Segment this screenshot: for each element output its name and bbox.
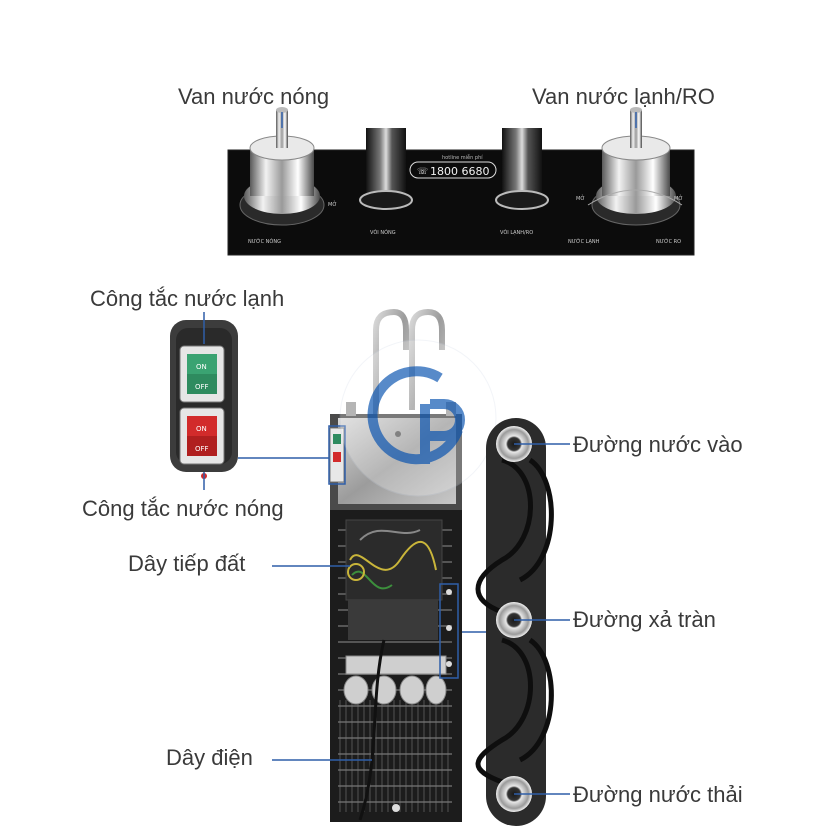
cold-valve-label: Van nước lạnh/RO [532,84,715,109]
switch-closeup: ON OFF ON OFF [170,320,238,479]
hot-switch-off: OFF [195,445,209,453]
cold-water-switch: ON OFF [179,345,225,403]
wiring [347,529,437,590]
hot-switch-label: Công tắc nước nóng [82,496,284,521]
hotline-badge: hotline miễn phí ☏ 1800 6680 [409,154,497,179]
water-inlet-label: Đường nước vào [573,432,743,457]
cold-switch-on: ON [196,363,207,371]
cold-tap [495,128,549,210]
panel-hot-water: NƯỚC NÓNG [248,238,281,245]
ground-wire-label: Dây tiếp đất [128,551,246,576]
overflow-label: Đường xả tràn [573,607,716,632]
hotline-number: 1800 6680 [430,165,490,178]
control-panel: hotline miễn phí ☏ 1800 6680 NƯỚC NÓNG M… [227,107,695,256]
watermark-logo [339,339,497,497]
hot-water-switch: ON OFF [179,407,225,465]
cold-switch-label: Công tắc nước lạnh [90,286,285,311]
drain-label: Đường nước thải [573,782,743,807]
panel-ro-water: NƯỚC RO [656,238,681,245]
panel-open-hot: MỞ [328,200,337,208]
dispenser-body [328,308,462,822]
cold-valve-knob [591,107,681,226]
hot-tap [359,128,413,210]
power-cord-label: Dây điện [166,745,253,770]
panel-open-ro: MỞ [674,194,683,202]
panel-open-cold: MỞ [576,194,585,202]
panel-hot-tap: VÒI NÓNG [370,229,396,236]
side-tube-panel [475,418,554,826]
cold-switch-off: OFF [195,383,209,391]
hot-switch-on: ON [196,425,207,433]
panel-cold-water: NƯỚC LẠNH [568,238,600,245]
hotline-caption: hotline miễn phí [442,154,483,161]
hot-valve-label: Van nước nóng [178,84,330,109]
power-cord [358,639,386,821]
panel-cold-tap: VÒI LẠNH/RO [500,229,533,236]
hot-valve-knob [239,107,325,226]
phone-icon: ☏ [417,167,428,177]
